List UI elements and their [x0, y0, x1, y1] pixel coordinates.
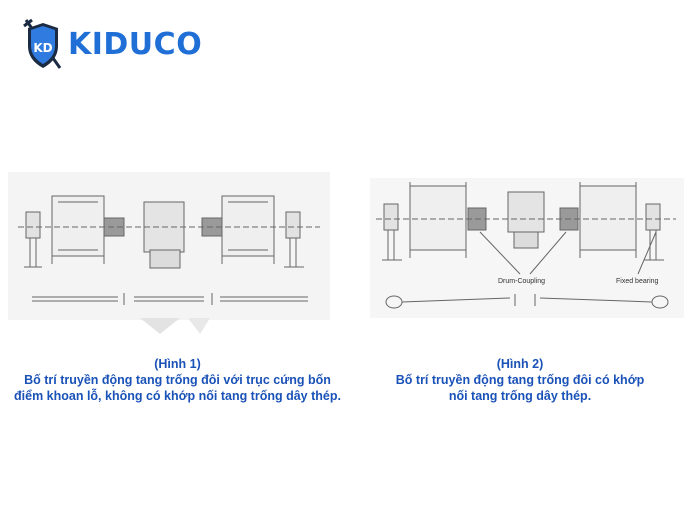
kiduco-logo[interactable]: KD KIDUCO [22, 18, 202, 70]
figure1-drawing [8, 172, 330, 320]
watermark-logo [140, 318, 210, 334]
figure2-drawing: Drum-Coupling Fixed bearing [370, 178, 684, 318]
figure2-caption-line2: nối tang trống dây thép. [448, 389, 592, 403]
figure1-caption: (Hình 1) Bố trí truyền động tang trống đ… [0, 356, 355, 404]
shield-sword-icon: KD [23, 18, 62, 69]
figure2-caption-line1: Bố trí truyền động tang trống đôi có khớ… [395, 373, 645, 387]
drum-coupling-label: Drum-Coupling [498, 278, 545, 285]
figure1-number: (Hình 1) [154, 357, 201, 371]
figure2-number: (Hình 2) [496, 357, 544, 371]
shield-letters: KD [33, 41, 52, 55]
figure2-caption: (Hình 2) Bố trí truyền động tang trống đ… [360, 356, 680, 404]
fixed-bearing-label: Fixed bearing [616, 278, 659, 285]
figure1-caption-line2: điểm khoan lỗ, không có khớp nối tang tr… [14, 389, 341, 403]
brand-name: KIDUCO [68, 26, 203, 62]
figure1-caption-line1: Bố trí truyền động tang trống đôi với tr… [24, 373, 331, 387]
